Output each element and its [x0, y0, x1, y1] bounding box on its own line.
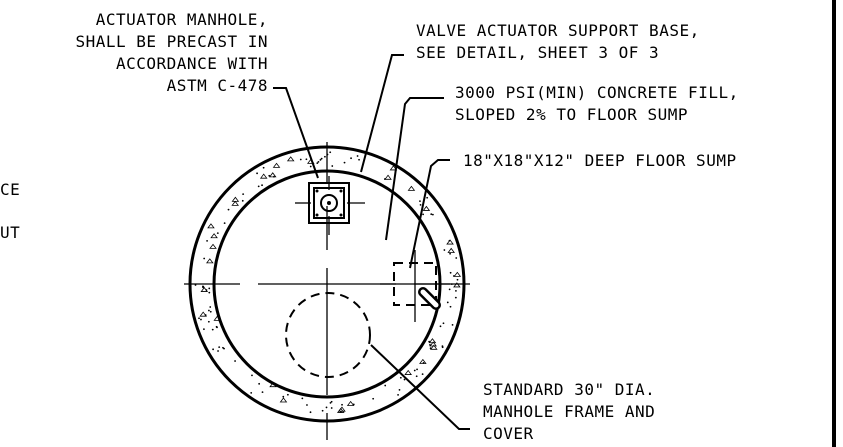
svg-text:3000 PSI(MIN) CONCRETE FILL,: 3000 PSI(MIN) CONCRETE FILL,	[455, 83, 739, 102]
actuator-support-base	[295, 176, 365, 235]
svg-text:SLOPED 2% TO FLOOR SUMP: SLOPED 2% TO FLOOR SUMP	[455, 105, 688, 124]
svg-text:SEE DETAIL, SHEET 3 OF 3: SEE DETAIL, SHEET 3 OF 3	[416, 43, 659, 62]
svg-text:COVER: COVER	[483, 424, 534, 443]
leader-lines	[273, 54, 470, 430]
label-cutoff-left: CE UT	[0, 180, 20, 242]
concrete-hatch	[194, 151, 462, 414]
manhole-cover	[285, 292, 371, 378]
svg-text:STANDARD 30" DIA.: STANDARD 30" DIA.	[483, 380, 655, 399]
label-support-base: VALVE ACTUATOR SUPPORT BASE, SEE DETAIL,…	[416, 21, 700, 62]
svg-text:18"X18"X12" DEEP FLOOR SUMP: 18"X18"X12" DEEP FLOOR SUMP	[463, 151, 737, 170]
svg-text:VALVE ACTUATOR SUPPORT BASE,: VALVE ACTUATOR SUPPORT BASE,	[416, 21, 700, 40]
svg-text:ASTM C-478: ASTM C-478	[167, 76, 268, 95]
label-concrete-fill: 3000 PSI(MIN) CONCRETE FILL, SLOPED 2% T…	[455, 83, 739, 124]
svg-text:CE: CE	[0, 180, 20, 199]
floor-sump	[380, 250, 450, 322]
svg-text:SHALL BE PRECAST IN: SHALL BE PRECAST IN	[75, 32, 268, 51]
label-frame-cover: STANDARD 30" DIA. MANHOLE FRAME AND COVE…	[483, 380, 655, 443]
svg-text:ACTUATOR MANHOLE,: ACTUATOR MANHOLE,	[96, 10, 268, 29]
label-actuator-manhole: ACTUATOR MANHOLE, SHALL BE PRECAST IN AC…	[75, 10, 268, 95]
svg-text:ACCORDANCE WITH: ACCORDANCE WITH	[116, 54, 268, 73]
svg-text:MANHOLE FRAME AND: MANHOLE FRAME AND	[483, 402, 655, 421]
svg-text:UT: UT	[0, 223, 20, 242]
label-floor-sump: 18"X18"X12" DEEP FLOOR SUMP	[463, 151, 737, 170]
